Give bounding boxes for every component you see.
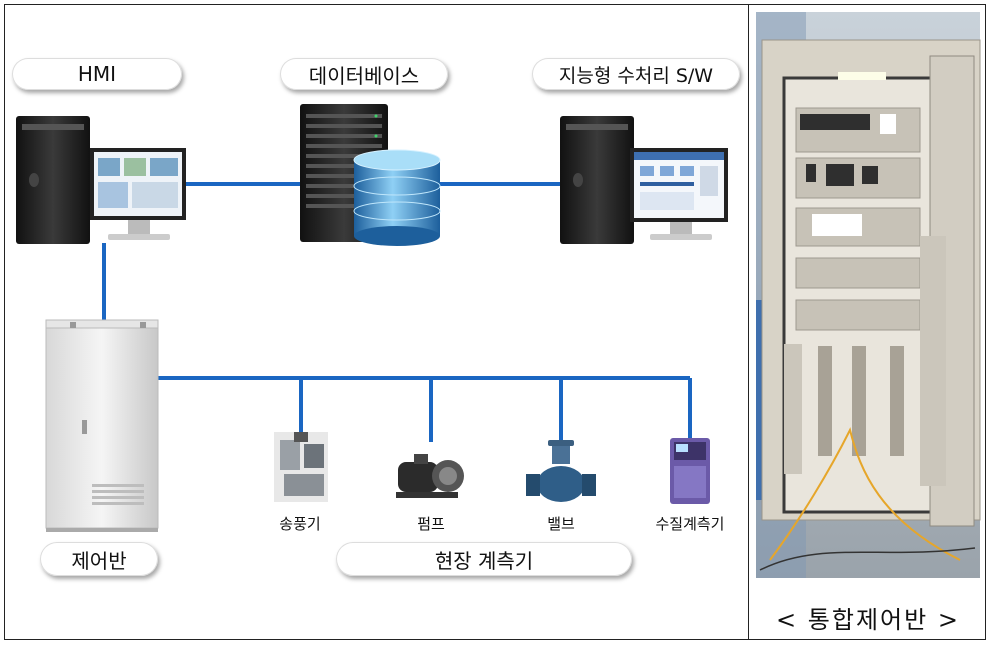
blower-icon <box>274 432 328 502</box>
control-cabinet-icon <box>45 319 159 532</box>
control-panel-label: 제어반 <box>40 542 158 576</box>
field-instruments-label: 현장 계측기 <box>336 542 632 576</box>
water-quality-meter-label: 수질계측기 <box>655 515 725 533</box>
connection-lines <box>102 182 692 444</box>
hmi-label: HMI <box>12 58 182 90</box>
valve-icon <box>526 440 596 502</box>
water-quality-meter-icon <box>670 438 710 504</box>
software-computer-icon <box>560 116 728 244</box>
integrated-control-panel-photo <box>756 12 981 578</box>
database-cylinder-icon <box>353 149 441 246</box>
database-server-icon <box>300 104 441 246</box>
blower-label: 송풍기 <box>279 515 321 533</box>
pump-label: 펌프 <box>417 515 445 533</box>
panel-divider <box>748 4 749 640</box>
hmi-computer-icon <box>16 116 186 244</box>
valve-label: 밸브 <box>547 515 575 533</box>
photo-caption: < 통합제어반 > <box>776 606 960 634</box>
pump-icon <box>396 454 464 498</box>
smart-software-label: 지능형 수처리 S/W <box>532 58 740 90</box>
database-label: 데이터베이스 <box>280 58 448 90</box>
